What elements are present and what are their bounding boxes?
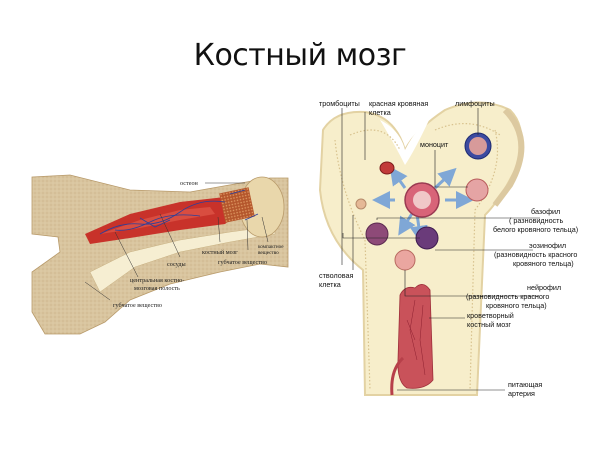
label-basophil-2: ( разновидность: [509, 216, 563, 225]
label-neutrophil-3: кровяного тельца): [486, 301, 547, 310]
label-artery-1: питающая: [508, 380, 542, 389]
label-cavity-2: мозговая полость: [134, 285, 180, 292]
label-platelets: тромбоциты: [319, 99, 360, 108]
marrow-highlight: [100, 207, 215, 234]
label-basophil-3: белого кровяного тельца): [493, 225, 578, 234]
blood-vessels: [99, 189, 259, 235]
label-compact-2: вещество: [258, 250, 279, 256]
spongy-bone-cylinder: [219, 187, 255, 223]
bone-right-edge: [492, 107, 525, 207]
label-neutrophil-2: (разновидность красного: [466, 292, 549, 301]
label-vessels: сосуды: [167, 261, 187, 268]
marrow-vessels: [406, 299, 426, 376]
label-artery-2: артерия: [508, 389, 535, 398]
label-osteon: остеон: [180, 180, 199, 187]
label-hemato-1: кроветворный: [467, 311, 514, 320]
label-eosinophil-1: эозинофил: [529, 241, 566, 250]
label-rbc-1: красная кровяная: [369, 99, 428, 108]
nutrient-artery: [390, 356, 405, 396]
bone-notch: [380, 118, 430, 165]
label-neutrophil-1: нейрофил: [527, 283, 561, 292]
trabeculae: [334, 122, 501, 391]
bone-section-figure: остеон компактное вещество костный мозг …: [30, 172, 308, 337]
label-spongy-bottom: губчатое вещество: [113, 302, 162, 309]
platelets: [355, 198, 367, 210]
monocyte: [465, 178, 489, 202]
label-rbc-2: клетка: [369, 108, 391, 117]
basophil: [365, 222, 389, 246]
neutrophil: [394, 249, 416, 271]
leader-lines: [341, 108, 540, 391]
hematopoiesis-illustration: тромбоциты красная кровяная клетка лимфо…: [318, 99, 578, 398]
label-spongy-top: губчатое вещество: [218, 259, 267, 266]
lymphocyte-nucleus: [469, 137, 487, 155]
label-bone-marrow: костный мозг: [202, 249, 238, 256]
bone-epiphysis: [318, 101, 523, 396]
hematopoietic-marrow: [397, 284, 434, 389]
slide-title: Костный мозг: [193, 38, 407, 73]
label-compact-1: компактное: [258, 244, 284, 250]
label-stem-1: стволовая: [319, 271, 353, 280]
label-eosinophil-3: кровяного тельца): [513, 259, 574, 268]
label-monocyte: моноцит: [420, 140, 449, 149]
hematopoiesis-figure: тромбоциты красная кровяная клетка лимфо…: [305, 90, 600, 405]
label-basophil-1: базофил: [531, 207, 560, 216]
label-stem-2: клетка: [319, 280, 341, 289]
leader-lines: [84, 182, 269, 301]
label-hemato-2: костный мозг: [467, 320, 511, 329]
bone-section-illustration: остеон компактное вещество костный мозг …: [31, 174, 289, 335]
stem-cell-nucleus: [413, 191, 431, 209]
label-lymphocytes: лимфоциты: [455, 99, 495, 108]
label-eosinophil-2: (разновидность красного: [494, 250, 577, 259]
label-cavity-1: центральная костно-: [130, 277, 184, 284]
red-blood-cell: [379, 161, 395, 175]
